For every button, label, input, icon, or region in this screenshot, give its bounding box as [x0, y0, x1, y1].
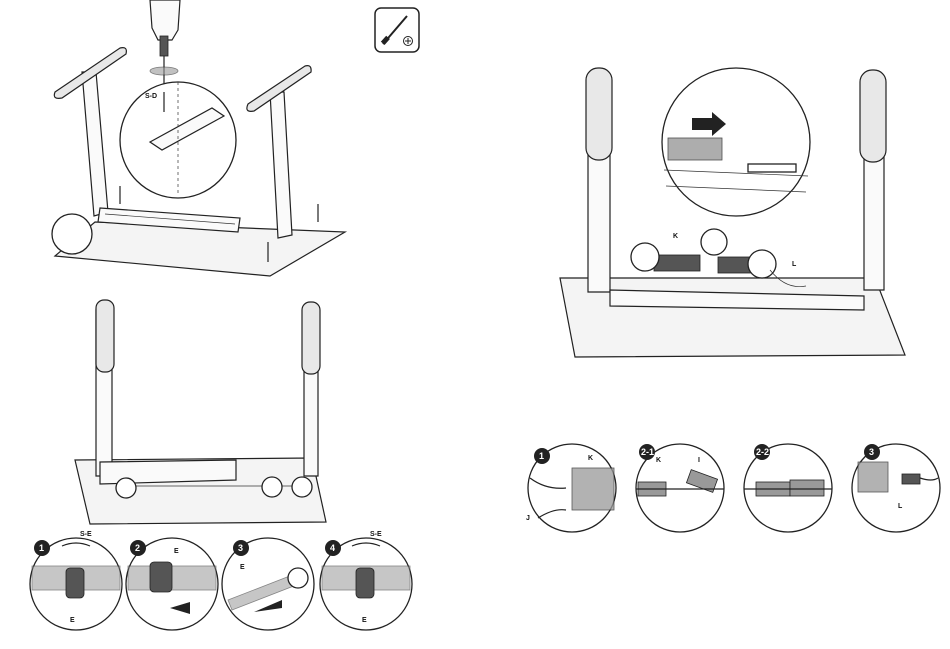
label-part-k: K [656, 457, 661, 464]
svg-text:2-2: 2-2 [756, 447, 769, 457]
panel-tighten-crossbar [75, 300, 326, 524]
label-bolt-se: S-E [80, 531, 92, 538]
label-part-l: L [792, 261, 797, 268]
label-part-k: K [673, 233, 678, 240]
right-leg [270, 92, 292, 238]
power-supply [654, 255, 700, 271]
label-part-e: E [174, 548, 179, 555]
right-foot [860, 70, 886, 162]
cable-step-3: 3 L [852, 444, 940, 532]
step-3-detail: 3 E [222, 538, 314, 630]
label-bolt-se: S-E [370, 531, 382, 538]
step-1-detail: 1 S-E E [30, 531, 122, 630]
svg-text:1: 1 [539, 451, 544, 461]
svg-text:2-1: 2-1 [641, 447, 654, 457]
label-part-j: J [526, 515, 530, 522]
svg-text:2: 2 [135, 543, 140, 553]
screwdriver-handle [160, 36, 168, 56]
left-foot [96, 300, 114, 372]
screwdriver-phillips-icon [375, 8, 419, 52]
hand [150, 0, 180, 40]
label-part-e: E [362, 617, 367, 624]
cable-step-2-1: 2-1 K I [636, 444, 724, 532]
label-part-e: E [70, 617, 75, 624]
svg-text:1: 1 [39, 543, 44, 553]
tabletop [55, 222, 345, 276]
panel-mount-control-box: K L [560, 68, 905, 357]
label-screw-sd: S-D [145, 93, 157, 100]
panel-attach-frame: S-D [52, 0, 345, 276]
label-part-i: I [698, 457, 700, 464]
cable-step-2-2: 2-2 [744, 444, 832, 532]
right-foot [302, 302, 320, 374]
step-4-detail: 4 S-E E [320, 531, 412, 630]
detail-circle-small [52, 214, 92, 254]
svg-text:4: 4 [330, 543, 335, 553]
label-part-e: E [240, 564, 245, 571]
svg-text:3: 3 [869, 447, 874, 457]
svg-text:3: 3 [238, 543, 243, 553]
left-leg [82, 72, 108, 216]
step-2-detail: 2 E [126, 538, 218, 630]
cable-step-1: 1 K J [526, 444, 616, 532]
label-part-k: K [588, 455, 593, 462]
left-foot [586, 68, 612, 160]
label-part-l: L [898, 503, 903, 510]
